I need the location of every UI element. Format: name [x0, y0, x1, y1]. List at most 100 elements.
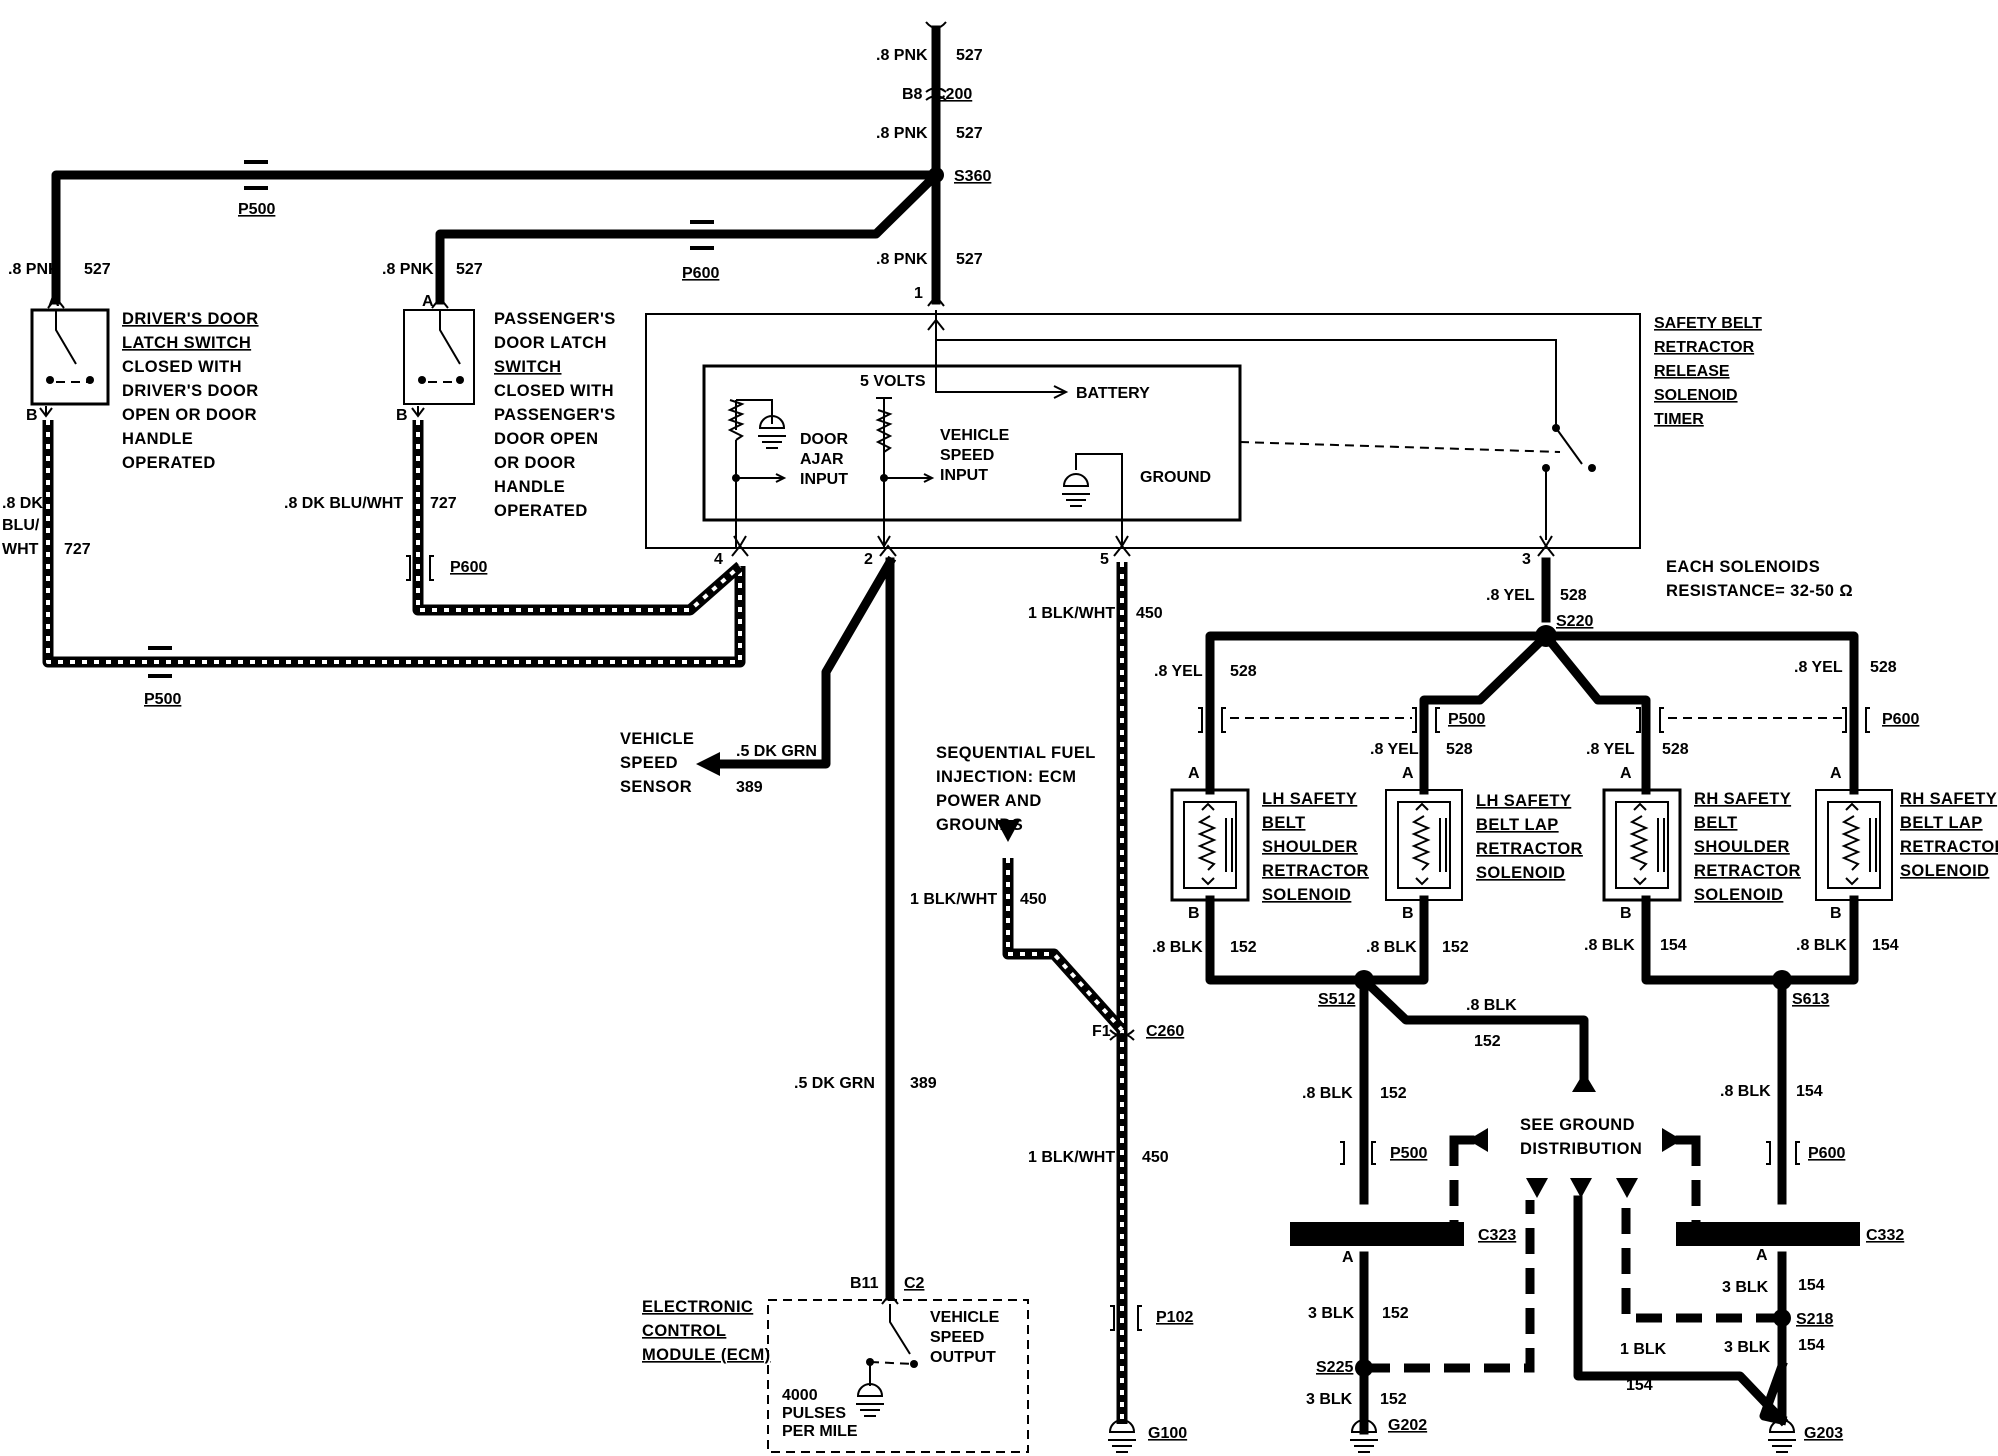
sfi-name-4: GROUNDS — [936, 816, 1023, 834]
c200-pin: B8 — [902, 86, 923, 103]
gnd-upper-gauge: 1 BLK/WHT — [1028, 605, 1115, 622]
sol-rh-lap-name-3: RETRACTOR — [1900, 838, 1998, 856]
blk-c-gauge: .8 BLK — [1584, 937, 1635, 954]
pass-switch-name-2: DOOR LATCH — [494, 334, 607, 352]
driver-switch-desc-2: DRIVER'S DOOR — [122, 382, 259, 400]
gnd-sfi-gauge: 1 BLK/WHT — [910, 891, 997, 908]
gnd-sfi-circuit: 450 — [1020, 891, 1047, 908]
sfi-arrow — [996, 820, 1020, 842]
blk-152-ab-wire — [1205, 895, 1429, 985]
sol-lh-sh-pin-a: A — [1188, 765, 1200, 782]
sol-lh-lap-name-1: LH SAFETY — [1476, 792, 1571, 810]
yel-main-gauge: .8 YEL — [1486, 587, 1535, 604]
yel-b-gauge: .8 YEL — [1370, 741, 1419, 758]
door-ajar-label-1: DOOR — [800, 431, 848, 448]
c323-connector: C323 — [1478, 1227, 1516, 1244]
c332-connector: C332 — [1866, 1227, 1904, 1244]
blk-a-circuit: 152 — [1230, 939, 1257, 956]
sol-rh-sh-name-2: BELT — [1694, 814, 1737, 832]
p500-low-bracket — [1340, 1141, 1376, 1165]
top-feed-circuit: 527 — [956, 47, 983, 64]
solenoid-lh-shoulder — [1170, 788, 1250, 902]
p600-low-bracket — [1766, 1141, 1800, 1165]
sol-rh-sh-name-4: RETRACTOR — [1694, 862, 1801, 880]
s360-splice: S360 — [954, 168, 991, 185]
ecm-output-1: VEHICLE — [930, 1309, 1000, 1326]
top-feed-2-circuit: 527 — [956, 125, 983, 142]
vss-input-label-2: SPEED — [940, 447, 994, 464]
blk-152-branch-wire — [1357, 973, 1589, 1083]
blk3-a-circuit: 152 — [1382, 1305, 1409, 1322]
driver-switch-desc-5: OPERATED — [122, 454, 216, 472]
driver-out-circuit: 727 — [64, 541, 91, 558]
c2-connector: C2 — [904, 1275, 925, 1292]
solenoid-rh-shoulder — [1602, 788, 1682, 902]
five-volts-label: 5 VOLTS — [860, 373, 926, 390]
sol-lh-sh-name-4: RETRACTOR — [1262, 862, 1369, 880]
timer-pin-1: 1 — [914, 285, 923, 302]
top-feed-wire — [925, 21, 947, 305]
driver-switch-output-wire — [42, 420, 746, 668]
p102-connector: P102 — [1156, 1309, 1193, 1326]
c260-pin: F1 — [1092, 1023, 1111, 1040]
ecm-name-2: CONTROL — [642, 1322, 726, 1340]
p600-right-bracket — [1842, 707, 1870, 733]
sol-lh-sh-name-1: LH SAFETY — [1262, 790, 1357, 808]
passenger-door-latch-switch — [403, 296, 475, 418]
top-feed-2-gauge: .8 PNK — [876, 125, 928, 142]
sol-lh-sh-name-5: SOLENOID — [1262, 886, 1351, 904]
ecm-name-1: ELECTRONIC — [642, 1298, 753, 1316]
driver-feed-gauge: .8 PNK — [8, 261, 60, 278]
s512-splice: S512 — [1318, 991, 1355, 1008]
ecm-name-3: MODULE (ECM) — [642, 1346, 771, 1364]
blk-c-circuit: 154 — [1660, 937, 1687, 954]
sol-rh-sh-pin-a: A — [1620, 765, 1632, 782]
resistance-note-1: EACH SOLENOIDS — [1666, 558, 1820, 576]
battery-label: BATTERY — [1076, 385, 1150, 402]
sol-lh-lap-pin-b: B — [1402, 905, 1414, 922]
driver-switch-name-1: DRIVER'S DOOR — [122, 310, 259, 328]
g202-ground: G202 — [1388, 1417, 1427, 1434]
vss-input-label-3: INPUT — [940, 467, 988, 484]
c323-connector-block — [1290, 1222, 1464, 1246]
c323-pin-a: A — [1342, 1249, 1354, 1266]
vss-arrow — [696, 752, 720, 776]
vss-name-3: SENSOR — [620, 778, 692, 796]
pass-switch-desc-4: OR DOOR — [494, 454, 576, 472]
driver-door-latch-switch — [30, 296, 110, 418]
driver-switch-desc-1: CLOSED WITH — [122, 358, 242, 376]
driver-switch-desc-4: HANDLE — [122, 430, 193, 448]
blk3-b-gauge: 3 BLK — [1306, 1391, 1353, 1408]
pass-switch-desc-3: DOOR OPEN — [494, 430, 598, 448]
yel-main-circuit: 528 — [1560, 587, 1587, 604]
sol-rh-sh-name-3: SHOULDER — [1694, 838, 1790, 856]
pass-switch-pin-b: B — [396, 407, 408, 424]
sol-lh-lap-pin-a: A — [1402, 765, 1414, 782]
pass-out-gauge: .8 DK BLU/WHT — [284, 495, 403, 512]
timer-pin-1-terminal — [927, 294, 945, 307]
pass-switch-name-3: SWITCH — [494, 358, 561, 376]
blk3-c-circuit: 154 — [1798, 1277, 1825, 1294]
driver-feed-circuit: 527 — [84, 261, 111, 278]
safety-belt-timer — [645, 310, 1641, 557]
pass-feed-wire — [435, 168, 943, 305]
ecm-pulses-1: 4000 — [782, 1387, 818, 1404]
blk-branch-circuit: 152 — [1474, 1033, 1501, 1050]
sol-lh-lap-name-3: RETRACTOR — [1476, 840, 1583, 858]
s218-splice: S218 — [1796, 1311, 1833, 1328]
blk-b-gauge: .8 BLK — [1366, 939, 1417, 956]
g203-ground: G203 — [1804, 1425, 1843, 1442]
sol-lh-sh-name-3: SHOULDER — [1262, 838, 1358, 856]
ground-dist-2: DISTRIBUTION — [1520, 1140, 1642, 1158]
yel-528-d-wire — [1541, 631, 1859, 795]
p500-right-connector: P500 — [1448, 711, 1485, 728]
c260-connector: C260 — [1146, 1023, 1184, 1040]
yel-c-circuit: 528 — [1662, 741, 1689, 758]
pass-switch-name-1: PASSENGER'S — [494, 310, 616, 328]
blk-down-b-gauge: .8 BLK — [1720, 1083, 1771, 1100]
blk3-d-circuit: 154 — [1798, 1337, 1825, 1354]
pass-switch-desc-5: HANDLE — [494, 478, 565, 496]
splice-to-timer-circuit: 527 — [956, 251, 983, 268]
pass-switch-desc-2: PASSENGER'S — [494, 406, 616, 424]
gnd-upper-circuit: 450 — [1136, 605, 1163, 622]
